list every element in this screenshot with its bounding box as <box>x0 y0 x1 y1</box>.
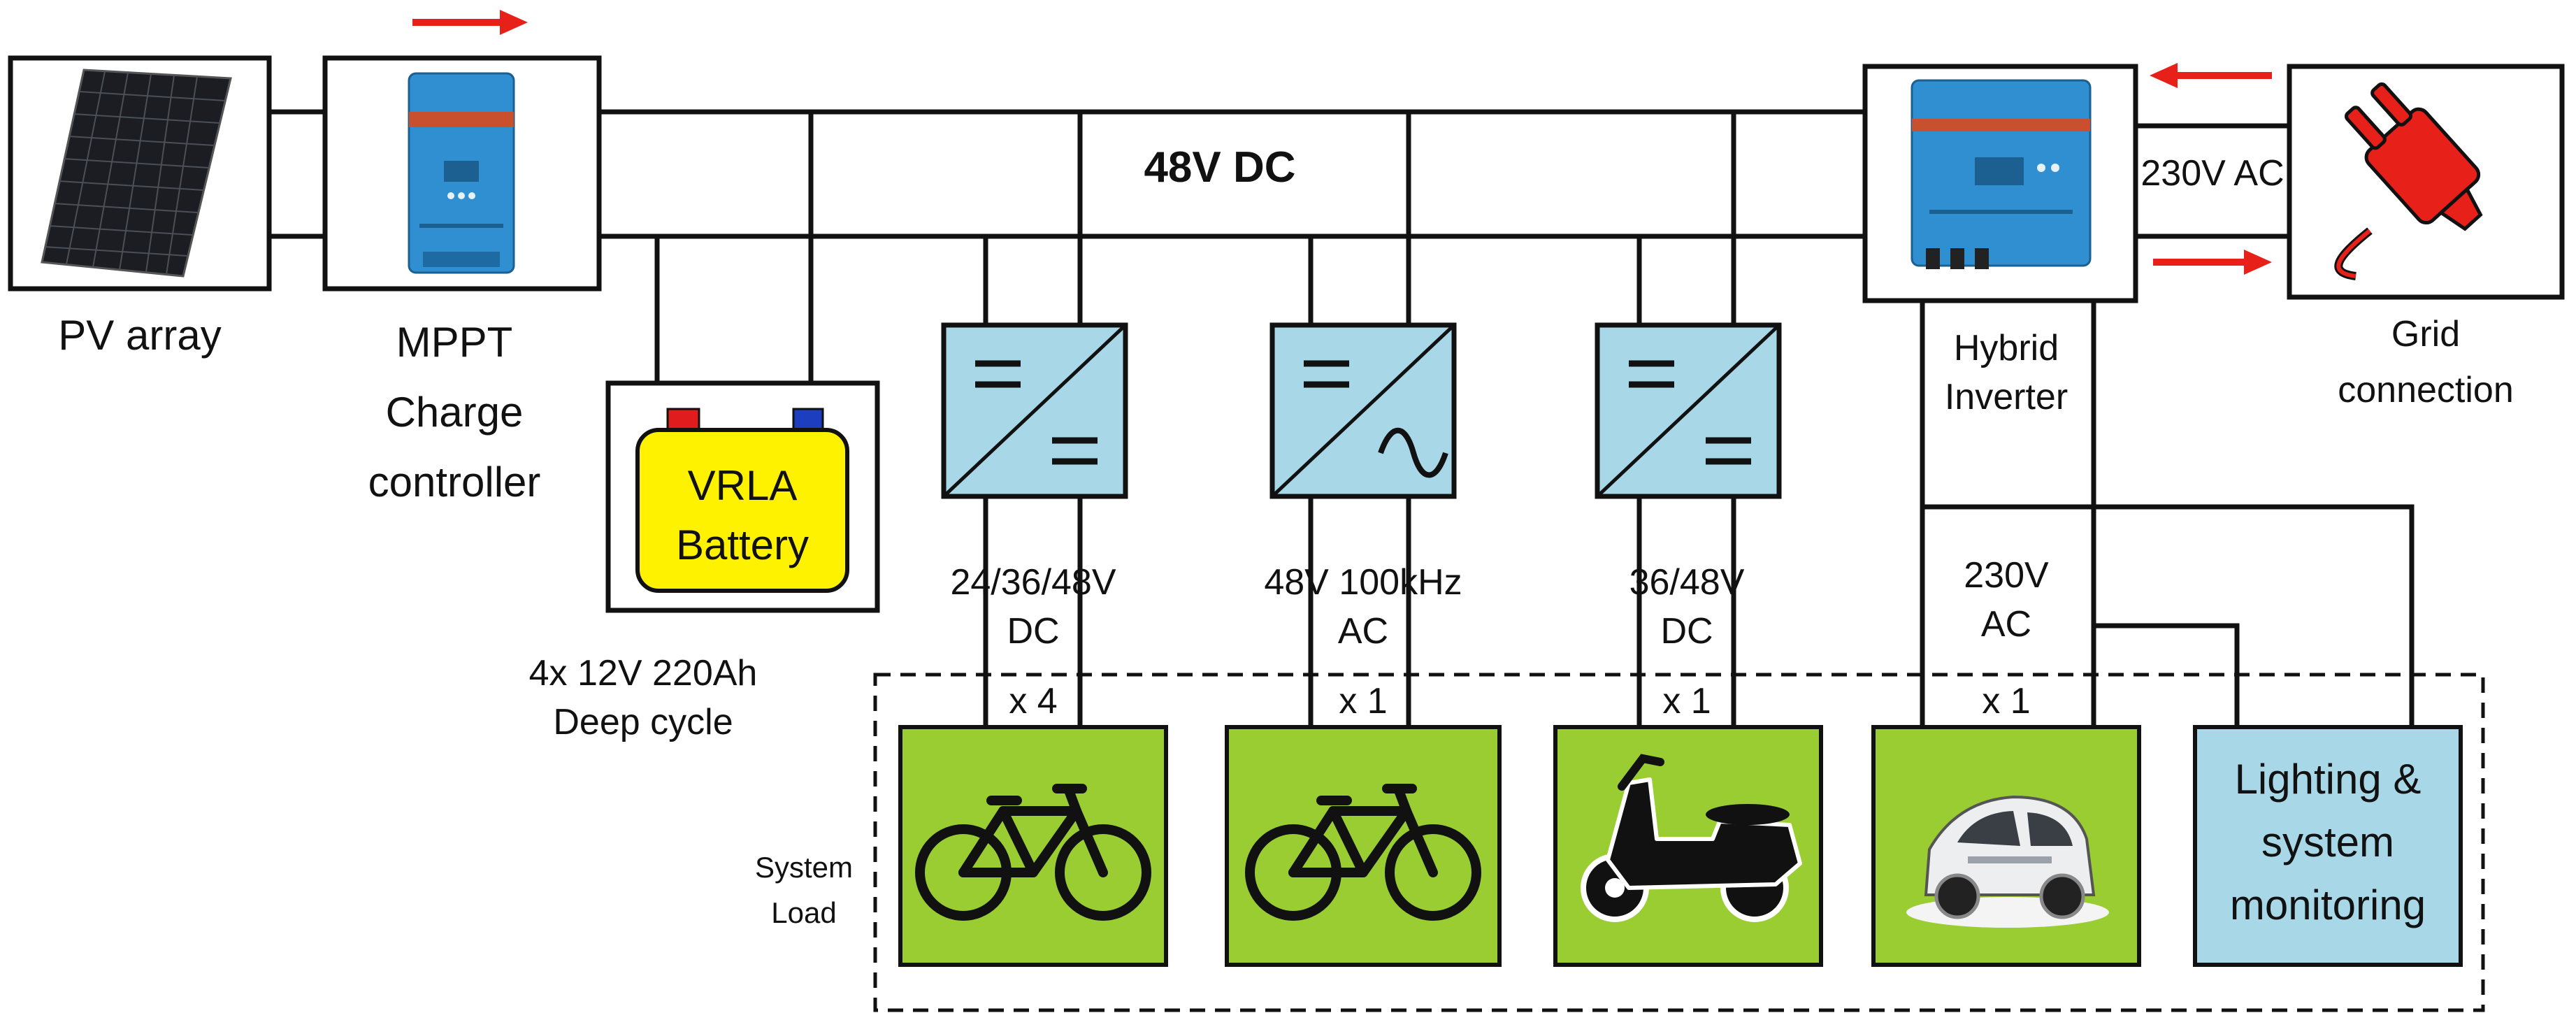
system-load-label-line-2: Load <box>771 896 836 929</box>
converter-3-dcdc: 36/48V DC <box>1595 322 1782 652</box>
pv-array-label: PV array <box>58 312 221 359</box>
hybrid-inverter: Hybrid Inverter 230V AC <box>1862 64 2138 645</box>
pv-array: PV array <box>8 55 272 359</box>
ac-output-line-1: 230V <box>1964 555 2049 596</box>
load-3-escooter <box>1553 725 1823 967</box>
ac-sine-icon <box>1378 428 1448 478</box>
battery-text-line-2: Battery <box>676 522 809 568</box>
converter-1-output-line-2: DC <box>1007 611 1059 652</box>
converter-1-dcdc: 24/36/48V DC <box>941 322 1128 652</box>
lighting-label-line-1: Lighting & <box>2235 756 2422 803</box>
lighting-label-line-3: monitoring <box>2230 882 2426 928</box>
converter-2-dcac: 48V 100kHz AC <box>1264 322 1462 652</box>
power-flow-arrows <box>412 10 2272 275</box>
grid-ac-label: 230V AC <box>2140 153 2284 194</box>
mppt-label-line-3: controller <box>368 459 541 505</box>
load-4-electric-car <box>1871 725 2141 967</box>
grid-label-line-1: Grid <box>2391 314 2460 354</box>
load-1-ebike <box>898 725 1168 967</box>
dc-symbol-icon <box>1629 360 1674 388</box>
load-2-count: x 1 <box>1339 681 1387 721</box>
load-3-count: x 1 <box>1662 681 1711 721</box>
bicycle-icon <box>915 784 1151 921</box>
dc-symbol-icon <box>1304 360 1349 388</box>
wiring <box>266 109 2415 730</box>
mppt-charge-controller: MPPT Charge controller <box>322 55 602 505</box>
dc-symbol-icon <box>1052 437 1098 465</box>
dc-bus-label: 48V DC <box>1144 143 1295 192</box>
load-1-count: x 4 <box>1009 681 1057 721</box>
converter-3-output-line-1: 36/48V <box>1629 562 1745 603</box>
solar-panel-icon <box>41 69 232 278</box>
vrla-battery: VRLA Battery 4x 12V 220Ah Deep cycle <box>529 380 880 742</box>
dc-symbol-icon <box>1706 437 1751 465</box>
charge-controller-device-icon <box>408 72 515 274</box>
electric-car-icon <box>1906 795 2109 928</box>
converter-1-output-line-1: 24/36/48V <box>950 562 1116 603</box>
scooter-icon <box>1581 754 1802 922</box>
arrow-right-mppt <box>412 10 528 35</box>
mppt-label-line-1: MPPT <box>396 319 513 366</box>
ac-output-line-2: AC <box>1981 604 2031 645</box>
load-4-count: x 1 <box>1982 681 2030 721</box>
battery-spec-line-1: 4x 12V 220Ah <box>529 653 758 694</box>
converter-3-output-line-2: DC <box>1660 611 1713 652</box>
system-load-label-line-1: System <box>755 851 853 884</box>
bicycle-icon <box>1245 784 1481 921</box>
mppt-label-line-2: Charge <box>386 389 524 436</box>
converter-2-output-line-1: 48V 100kHz <box>1264 562 1462 603</box>
hybrid-inverter-label-line-2: Inverter <box>1945 377 2068 417</box>
plug-icon <box>2334 82 2483 280</box>
lighting-and-monitoring: Lighting & system monitoring <box>2193 725 2463 967</box>
converter-2-output-line-2: AC <box>1338 611 1388 652</box>
battery-icon <box>635 408 849 593</box>
hybrid-inverter-label-line-1: Hybrid <box>1954 328 2059 368</box>
battery-spec-line-2: Deep cycle <box>553 702 733 742</box>
grid-label-line-2: connection <box>2338 370 2514 410</box>
dc-symbol-icon <box>975 360 1021 388</box>
load-2-ebike <box>1225 725 1502 967</box>
lighting-label-line-2: system <box>2261 819 2394 866</box>
battery-text-line-1: VRLA <box>688 462 798 509</box>
inverter-device-icon <box>1911 79 2092 269</box>
arrow-left-grid-in <box>2150 63 2272 88</box>
grid-connection: 230V AC Grid connection <box>2140 64 2565 410</box>
arrow-right-grid-out <box>2153 250 2272 275</box>
system-load: System Load x 4 x 1 x 1 x 1 <box>755 673 2485 1012</box>
